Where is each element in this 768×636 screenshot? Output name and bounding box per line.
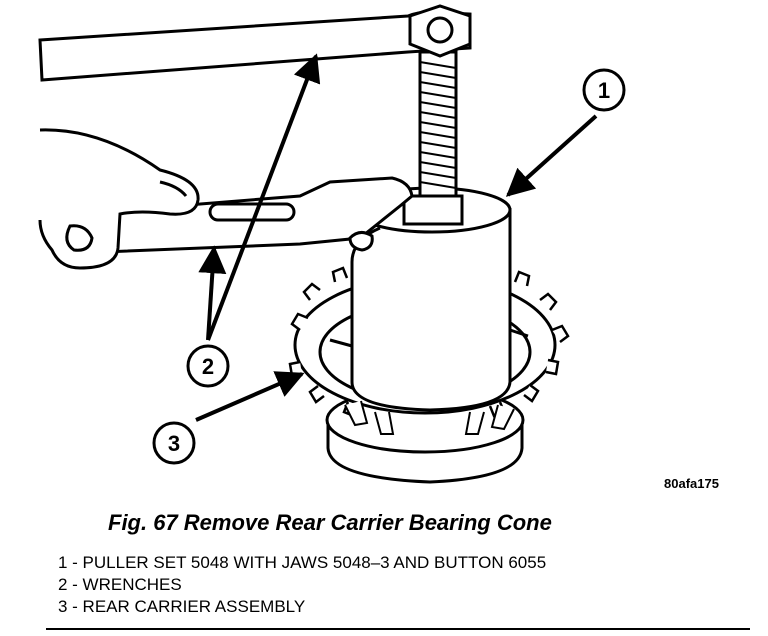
callout-1: 1 bbox=[505, 68, 626, 197]
legend-item-2: 2 - WRENCHES bbox=[58, 575, 182, 594]
figure-caption: Fig. 67 Remove Rear Carrier Bearing Cone bbox=[108, 510, 552, 535]
callout-3-label: 3 bbox=[168, 431, 180, 456]
hand bbox=[38, 128, 200, 270]
bottom-rule bbox=[46, 628, 750, 630]
callout-2-label: 2 bbox=[202, 354, 214, 379]
puller-illustration: 1 2 3 bbox=[38, 4, 626, 484]
box-end-wrench bbox=[38, 4, 472, 82]
forcing-screw bbox=[402, 50, 464, 226]
callout-3: 3 bbox=[152, 371, 305, 465]
callout-2: 2 bbox=[186, 53, 321, 388]
legend-item-3: 3 - REAR CARRIER ASSEMBLY bbox=[58, 597, 306, 616]
figure-id-code: 80afa175 bbox=[664, 476, 719, 491]
callout-1-label: 1 bbox=[598, 78, 610, 103]
legend-item-1: 1 - PULLER SET 5048 WITH JAWS 5048–3 AND… bbox=[58, 553, 547, 572]
legend-list: 1 - PULLER SET 5048 WITH JAWS 5048–3 AND… bbox=[58, 552, 546, 618]
